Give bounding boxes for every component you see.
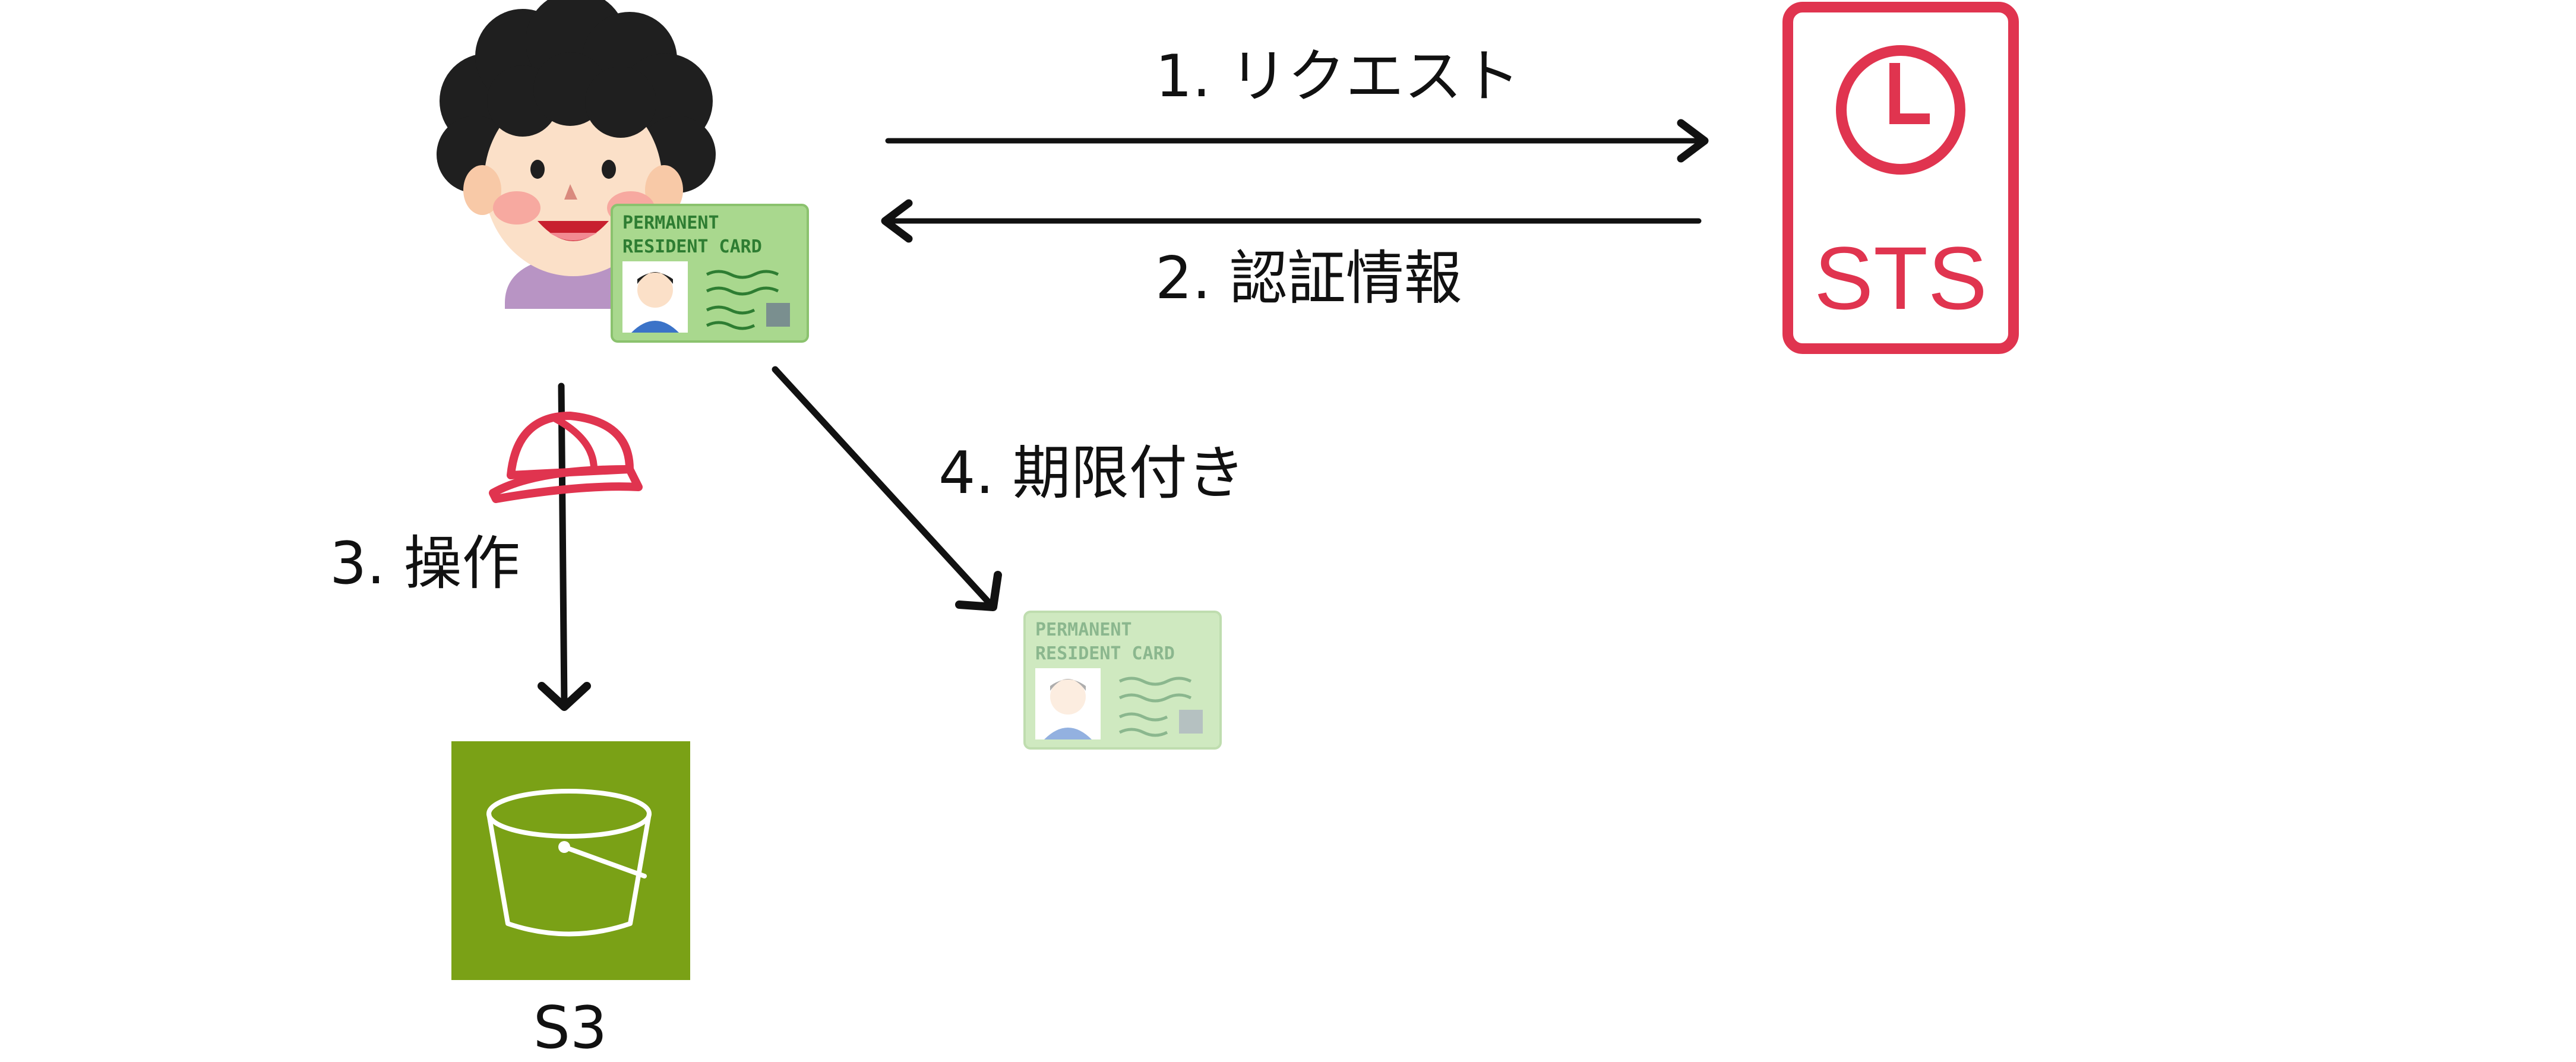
expiring-card-title-line1: PERMANENT [1035, 620, 1132, 640]
label-expiry: 4. 期限付き [938, 440, 1246, 507]
s3-icon [451, 741, 690, 980]
id-card: PERMANENT RESIDENT CARD [611, 204, 809, 343]
label-operate: 3. 操作 [330, 530, 520, 598]
arrow-request [885, 119, 1709, 163]
bucket-icon [486, 789, 652, 937]
label-s3: S3 [533, 994, 608, 1062]
person-illustration [437, 0, 716, 309]
label-credentials: 2. 認証情報 [1155, 245, 1462, 312]
card-title-line1: PERMANENT [622, 213, 719, 233]
card-title-line2: RESIDENT CARD [622, 236, 762, 257]
expiring-card-title-line2: RESIDENT CARD [1035, 643, 1175, 664]
expiring-id-card: PERMANENT RESIDENT CARD [1023, 611, 1222, 750]
label-request: 1. リクエスト [1155, 43, 1521, 110]
sts-label: STS [1814, 228, 1987, 328]
arrow-credentials [881, 199, 1702, 243]
clock-icon [1836, 45, 1965, 175]
arrow-expiry [772, 366, 1002, 611]
sts-icon: STS [1782, 2, 2019, 354]
helmet-icon [489, 412, 643, 503]
arrow-operate [538, 383, 591, 711]
